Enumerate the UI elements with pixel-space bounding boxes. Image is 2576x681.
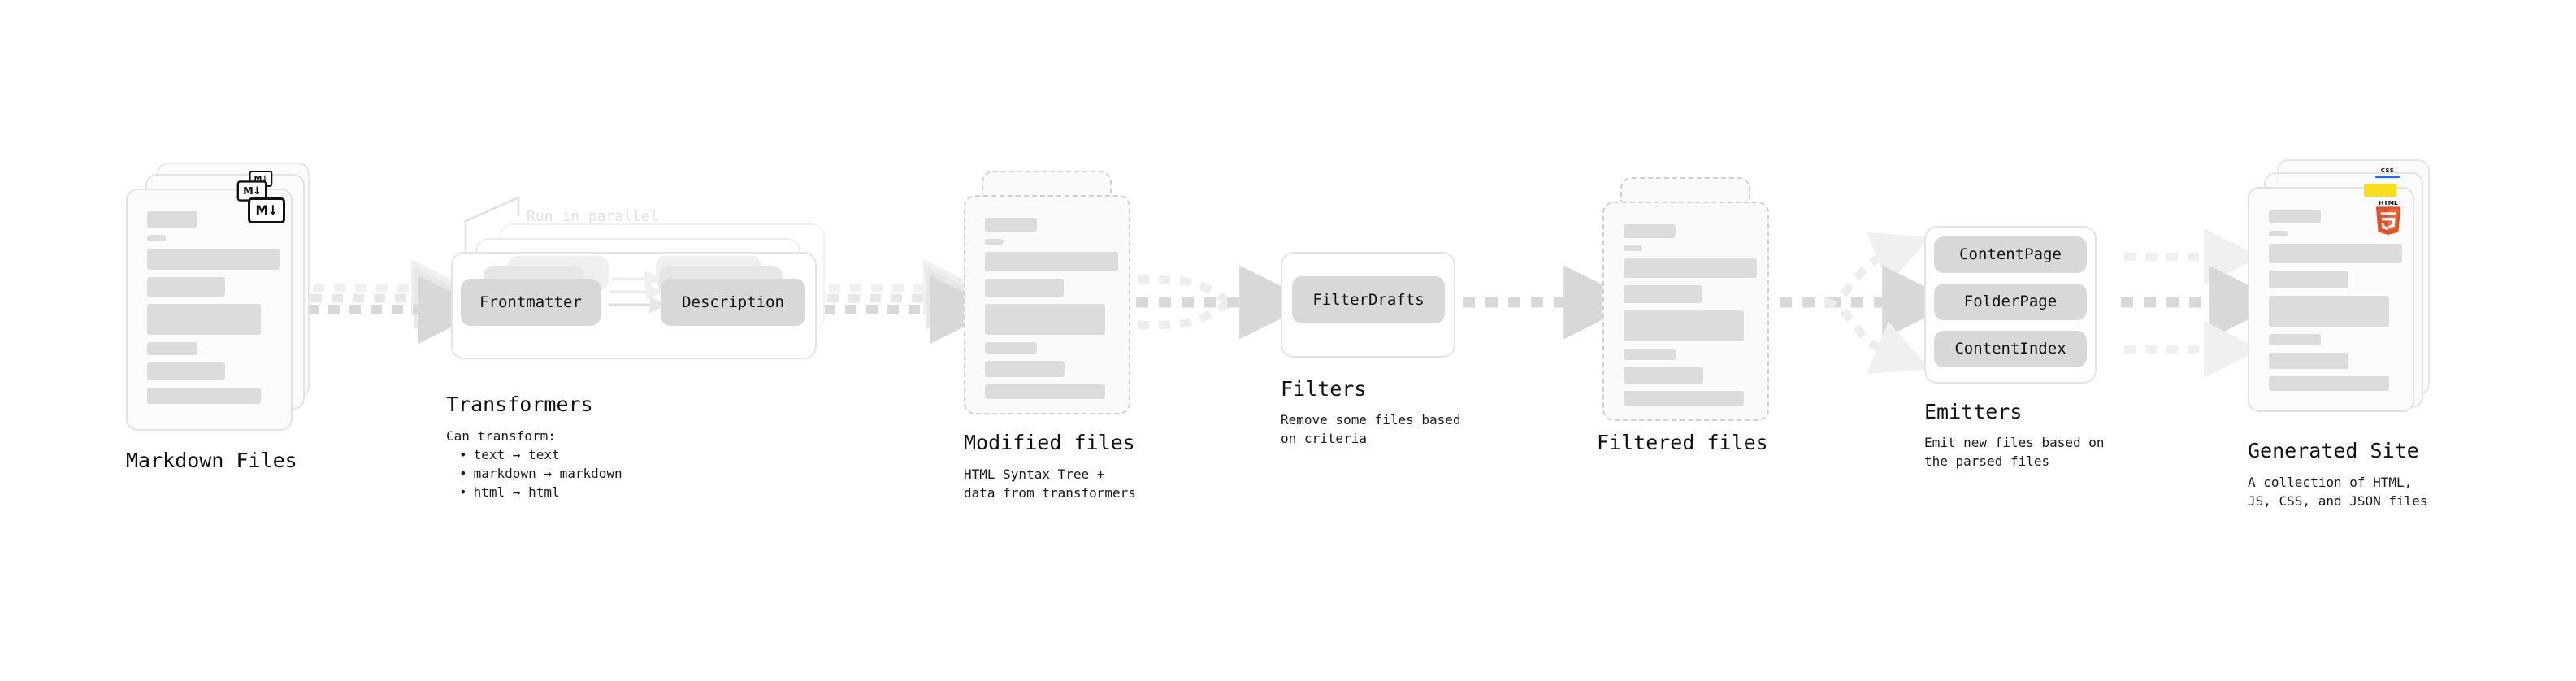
skeleton-bar (2269, 244, 2402, 263)
markdown-card-front (126, 189, 293, 431)
markdown-files-stack: M↓ M↓ M↓ (126, 163, 321, 431)
skeleton-bar (2269, 376, 2389, 391)
modified-card-front (964, 195, 1130, 414)
skeleton-bar (1624, 258, 1757, 278)
filtered-files-title: Filtered files (1597, 431, 1768, 454)
list-item: html → html (459, 483, 622, 501)
filters-title: Filters (1281, 377, 1367, 401)
skeleton-bar (985, 384, 1105, 399)
modified-files-title: Modified files (964, 431, 1135, 454)
generated-site-subtitle: A collection of HTML, JS, CSS, and JSON … (2248, 475, 2428, 510)
skeleton-bar (147, 362, 225, 380)
emitters-title: Emitters (1924, 400, 2023, 423)
skeleton-bar (147, 235, 166, 241)
markdown-skeleton (147, 211, 280, 411)
skeleton-bar (2269, 210, 2321, 223)
modified-files-stack (964, 171, 1151, 431)
transformers-title: Transformers (446, 393, 593, 416)
skeleton-bar (1624, 349, 1676, 360)
list-item: markdown → markdown (459, 464, 622, 483)
skeleton-bar (1624, 245, 1642, 251)
transformers-bullet-list: text → text markdown → markdown html → h… (446, 445, 622, 502)
skeleton-bar (985, 361, 1065, 377)
skeleton-bar (147, 304, 261, 335)
html5-icon: HTML (2371, 199, 2405, 240)
css-icon-label: CSS (2380, 167, 2395, 174)
emitters-subtitle: Emit new files based on the parsed files (1924, 435, 2105, 470)
emitter-chip-contentpage[interactable]: ContentPage (1934, 236, 2087, 273)
skeleton-bar (2269, 231, 2288, 236)
svg-text:HTML: HTML (2379, 201, 2398, 206)
filtered-files-stack (1602, 177, 1789, 437)
skeleton-bar (985, 218, 1037, 232)
run-in-parallel-label: Run in parallel (527, 208, 659, 225)
skeleton-bar (2269, 271, 2348, 288)
skeleton-bar (1624, 367, 1703, 384)
skeleton-bar (1624, 391, 1744, 406)
arrow-transformers-to-modified (824, 259, 999, 344)
arrow-modified-to-filters (1136, 265, 1314, 340)
list-item: text → text (459, 445, 622, 464)
transformers-subtitle: Can transform: (446, 428, 556, 444)
skeleton-bar (147, 277, 225, 297)
skeleton-bar (985, 304, 1105, 335)
emitter-chip-contentindex[interactable]: ContentIndex (1934, 331, 2087, 367)
skeleton-bar (1624, 285, 1702, 303)
skeleton-bar (147, 249, 280, 270)
modified-skeleton (985, 218, 1118, 406)
skeleton-bar (985, 252, 1118, 271)
skeleton-bar (2269, 334, 2321, 345)
emitter-chip-folderpage[interactable]: FolderPage (1934, 284, 2087, 320)
markdown-icon: M↓ (248, 197, 285, 223)
markdown-files-title: Markdown Files (126, 449, 297, 472)
css-icon-underline (2375, 176, 2400, 178)
arrow-markdown-to-transformers (307, 259, 487, 344)
generated-site-stack: CSS HTML (2248, 159, 2451, 436)
arrow-emitters-to-site (2121, 228, 2283, 378)
filtered-card-front (1602, 202, 1769, 421)
skeleton-bar (147, 388, 261, 404)
generated-skeleton (2269, 210, 2402, 398)
skeleton-bar (1624, 224, 1676, 238)
skeleton-bar (147, 211, 197, 228)
arrow-filtered-to-emitters (1780, 232, 1957, 375)
skeleton-bar (1624, 310, 1744, 341)
javascript-icon (2364, 184, 2396, 197)
skeleton-bar (2269, 353, 2348, 369)
generated-site-title: Generated Site (2248, 439, 2419, 462)
skeleton-bar (2269, 296, 2389, 327)
skeleton-bar (985, 342, 1037, 354)
filters-subtitle: Remove some files based on criteria (1281, 412, 1461, 447)
transformer-chip-frontmatter[interactable]: Frontmatter (461, 279, 601, 326)
skeleton-bar (985, 239, 1004, 245)
filtered-skeleton (1624, 224, 1757, 413)
skeleton-bar (985, 279, 1064, 297)
filter-chip-filterdrafts[interactable]: FilterDrafts (1292, 276, 1445, 323)
modified-files-subtitle: HTML Syntax Tree + data from transformer… (964, 466, 1136, 501)
skeleton-bar (147, 342, 197, 355)
css-icon: CSS (2375, 168, 2400, 180)
transformer-inner-arrows (609, 270, 667, 314)
transformer-chip-description[interactable]: Description (661, 279, 805, 326)
transformers-group: Frontmatter Description (443, 207, 833, 370)
